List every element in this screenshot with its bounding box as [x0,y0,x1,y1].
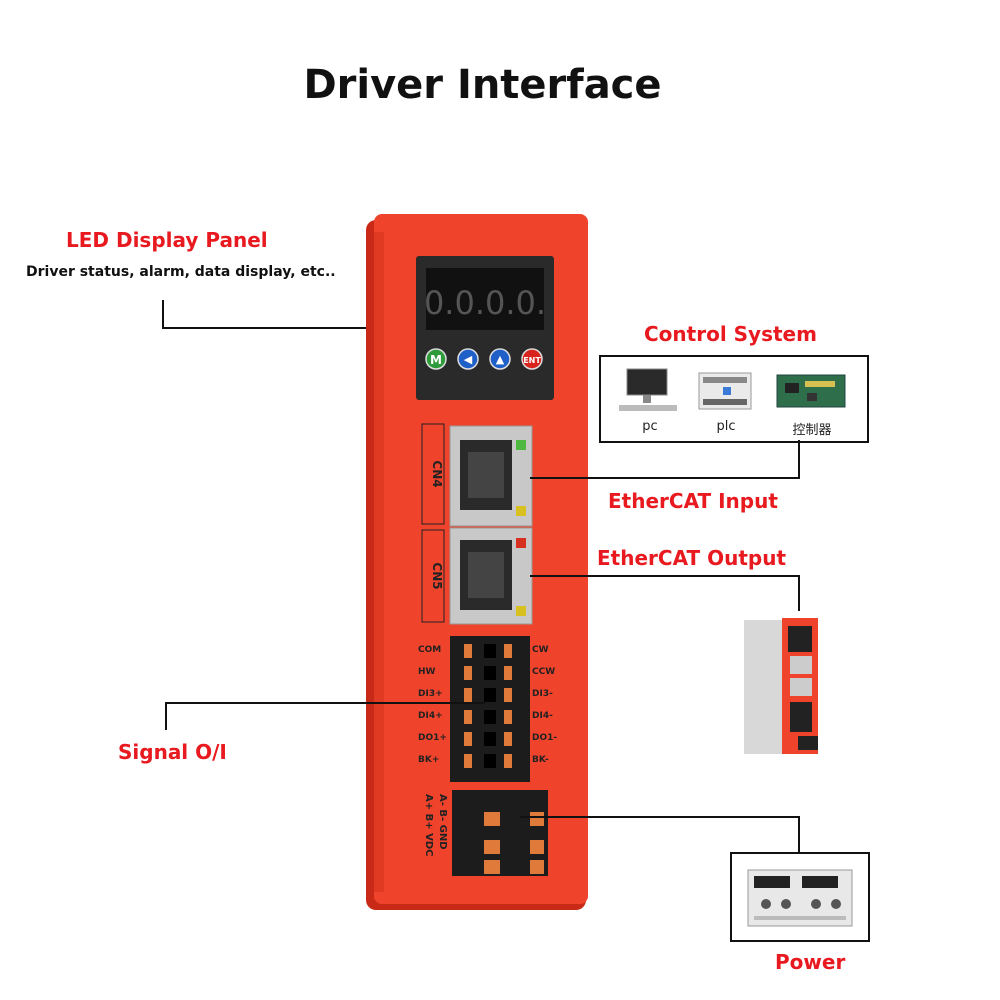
signal-terminal-hole [504,710,512,724]
output-callout-line-v [798,575,800,611]
mode-button[interactable] [425,348,447,370]
signal-terminal-hole [464,732,472,746]
power-label: Power [775,950,846,974]
pc-caption: pc [642,419,658,434]
signal-pin-right: BK- [532,755,549,765]
ethercat-output-label: EtherCAT Output [597,546,787,570]
power-pins-row1: A+ B+ VDC [423,794,434,856]
signal-terminal-hole [484,688,496,702]
control-system-label: Control System [644,322,817,346]
left-arrow-button[interactable] [457,348,479,370]
plc-caption: plc [716,419,736,434]
signal-terminal-hole [504,732,512,746]
button-label-2: ▲ [496,353,505,366]
signal-terminal-hole [484,644,496,658]
signal-terminal-hole [504,666,512,680]
signal-pin-left: BK+ [418,755,439,765]
signal-pin-right: DI4- [532,711,553,721]
led-callout-line-v [162,300,164,328]
signal-terminal-hole [464,754,472,768]
signal-callout-line-v [165,702,167,730]
cn5-label: CN5 [430,562,444,589]
input-callout-line-v [798,440,800,478]
enter-button[interactable] [521,348,543,370]
signal-terminal-hole [464,666,472,680]
power-pins-row2: A- B- GND [437,794,448,850]
signal-pin-left: COM [418,645,441,655]
signal-pin-left: DO1+ [418,733,447,743]
signal-terminal-hole [464,644,472,658]
power-supply-icon [747,869,853,927]
signal-pin-right: DO1- [532,733,557,743]
output-callout-line-h [530,575,800,577]
button-label-3: ENT [523,356,541,365]
signal-terminal-hole [504,644,512,658]
signal-terminal-hole [464,688,472,702]
up-arrow-button[interactable] [489,348,511,370]
cn4-label: CN4 [430,460,444,487]
signal-pin-right: DI3- [532,689,553,699]
signal-pin-left: HW [418,667,436,677]
ethercat-input-label: EtherCAT Input [608,489,778,513]
page-title: Driver Interface [303,62,662,108]
plc-icon [698,372,752,410]
power-callout-line-v [798,816,800,854]
signal-pin-right: CW [532,645,549,655]
controller-board-icon [776,374,846,408]
control-system-box: pc plc 控制器 [599,355,869,443]
button-label-0: M [430,353,442,367]
signal-pin-right: CCW [532,667,555,677]
signal-pin-left: DI3+ [418,689,443,699]
servo-driver-device: 0.0.0.0. M ◀ ▲ ENT CN4 CN5 COM HW DI3+ DI4+… [366,214,588,910]
signal-terminal-hole [484,732,496,746]
signal-label: Signal O/I [118,740,227,764]
led-panel-label: LED Display Panel [66,228,268,252]
second-driver-image [744,618,818,754]
signal-terminal-hole [484,710,496,724]
signal-terminal-hole [504,688,512,702]
signal-callout-line-h [165,702,485,704]
signal-terminal-hole [484,666,496,680]
power-callout-line-h [520,816,800,818]
controller-caption: 控制器 [792,423,832,438]
power-supply-box [730,852,870,942]
led-digits: 0.0.0.0. [424,284,546,322]
led-panel-description: Driver status, alarm, data display, etc.… [26,264,336,280]
pc-icon [619,368,677,411]
signal-pin-left: DI4+ [418,711,443,721]
signal-terminal-hole [504,754,512,768]
input-callout-line-h [530,477,800,479]
signal-terminal-hole [464,710,472,724]
signal-terminal-hole [484,754,496,768]
button-label-1: ◀ [464,353,473,366]
led-callout-line-h [162,327,432,329]
